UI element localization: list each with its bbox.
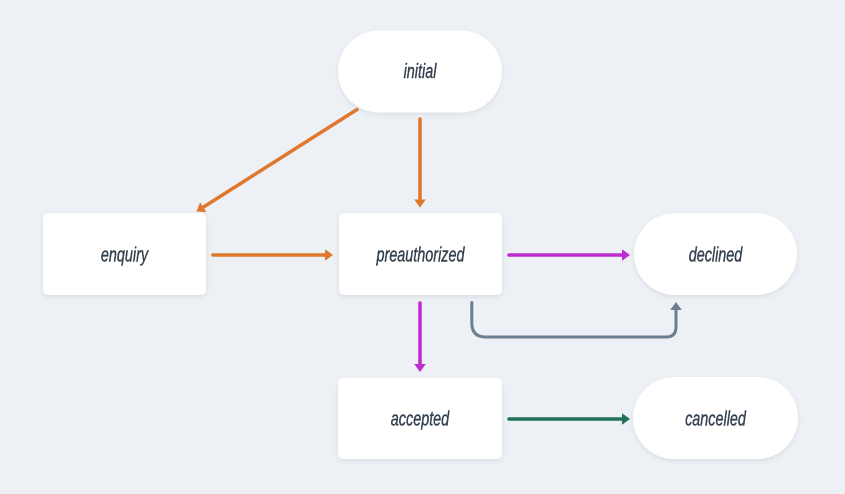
svg-text:accepted: accepted xyxy=(391,407,450,430)
svg-text:enquiry: enquiry xyxy=(101,243,149,266)
svg-text:declined: declined xyxy=(689,243,744,266)
svg-text:preauthorized: preauthorized xyxy=(376,243,466,266)
svg-text:cancelled: cancelled xyxy=(685,407,747,430)
svg-text:initial: initial xyxy=(404,60,438,83)
